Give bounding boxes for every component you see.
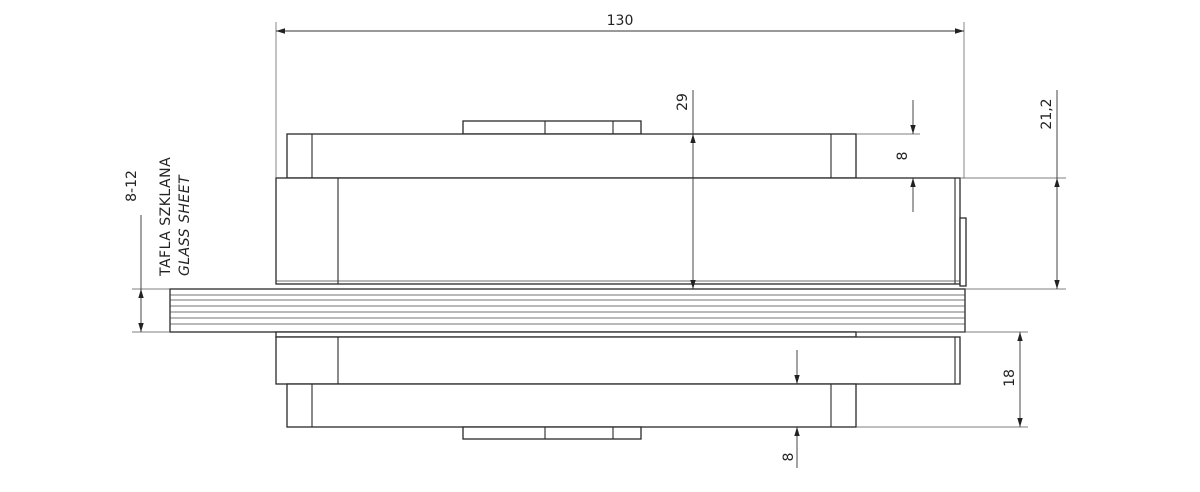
lower-cap-plate — [286, 383, 857, 428]
dim-cap-depth-bottom-text: 8 — [781, 453, 797, 462]
side-screw — [959, 217, 967, 287]
dim-overall-width-text: 130 — [607, 13, 634, 29]
lower-clamp — [275, 331, 961, 440]
upper-body — [275, 177, 961, 285]
dim-clamp-height: 29 — [675, 90, 696, 289]
lower-gasket — [275, 331, 857, 338]
dim-lower-body-text: 18 — [1002, 369, 1018, 387]
lower-knob — [462, 426, 642, 440]
dim-overall-width: 130 — [275, 13, 965, 178]
upper-knob — [462, 120, 642, 135]
dim-glass-range-text: 8-12 — [124, 170, 140, 202]
glass-label-en: GLASS SHEET — [177, 174, 193, 276]
upper-clamp — [275, 120, 967, 287]
dim-upper-offset-text: 21,2 — [1039, 98, 1055, 129]
dim-glass-range: 8-12 — [124, 170, 170, 333]
glass-label-pl: TAFLA SZKLANA — [158, 157, 174, 277]
dim-cap-depth-bottom: 8 — [781, 350, 800, 468]
glass-sheet — [169, 288, 966, 333]
dim-lower-body: 18 — [856, 331, 1028, 428]
glass-sheet-body — [169, 288, 966, 333]
dim-cap-depth-top-text: 8 — [895, 152, 911, 161]
dim-upper-offset: 21,2 — [960, 90, 1066, 290]
upper-cap-plate — [286, 133, 857, 179]
dim-cap-depth-top: 8 — [856, 100, 920, 212]
lower-body — [275, 336, 961, 385]
dim-clamp-height-text: 29 — [675, 93, 691, 111]
